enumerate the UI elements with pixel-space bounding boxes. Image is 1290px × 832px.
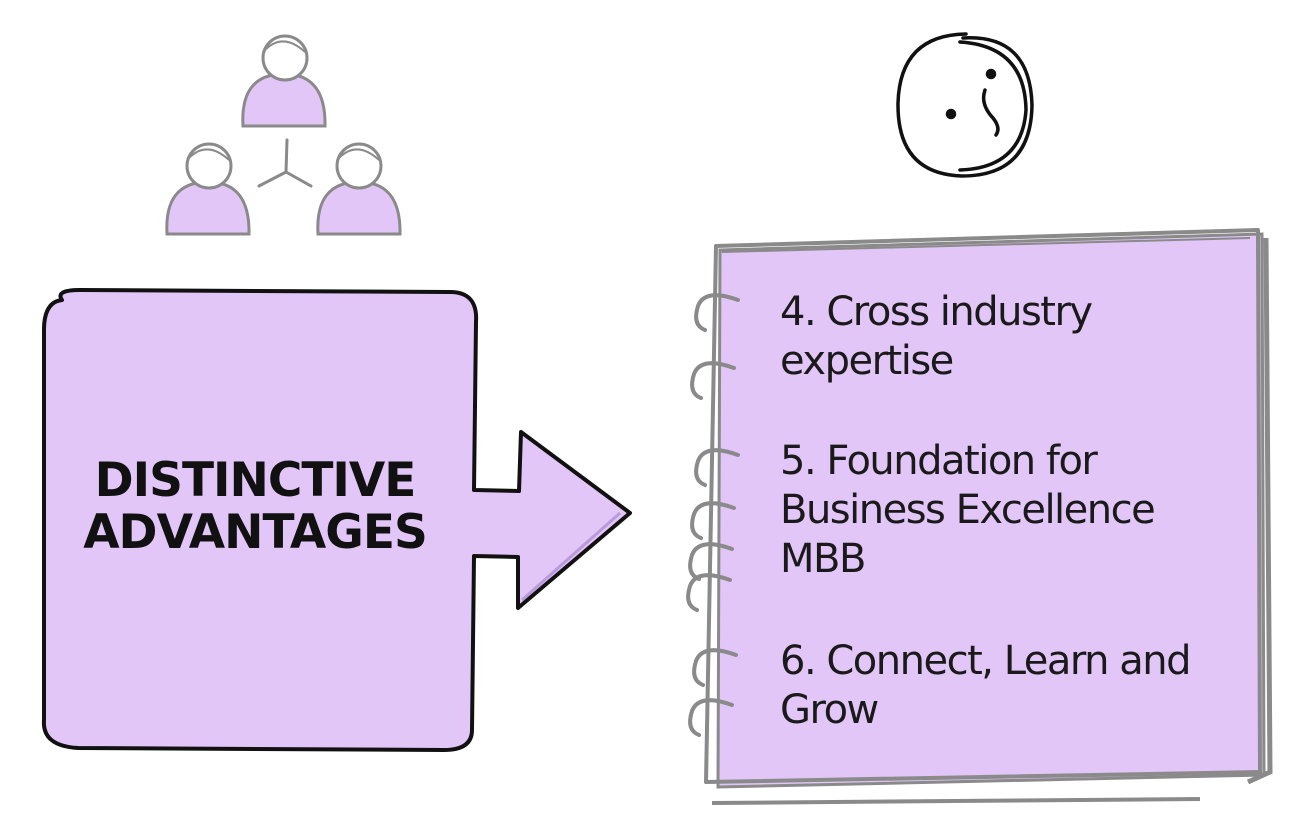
arrow-title: DISTINCTIVE ADVANTAGES bbox=[70, 455, 440, 559]
people-network-icon bbox=[165, 34, 402, 236]
arrow-shape bbox=[41, 288, 632, 752]
title-line-2: ADVANTAGES bbox=[83, 505, 428, 560]
person-icon bbox=[241, 34, 327, 128]
list-item-cross-industry: 4. Cross industry expertise bbox=[780, 289, 1093, 384]
person-icon bbox=[165, 142, 251, 236]
notebook bbox=[704, 228, 1273, 805]
list-item-connect: 6. Connect, Learn and Grow bbox=[780, 638, 1191, 733]
title-line-1: DISTINCTIVE bbox=[94, 453, 417, 508]
face-icon bbox=[896, 32, 1034, 178]
spiral-binding-icon bbox=[686, 293, 740, 737]
person-icon bbox=[316, 142, 402, 236]
list-item-foundation: 5. Foundation for Business Excellence MB… bbox=[780, 438, 1156, 582]
